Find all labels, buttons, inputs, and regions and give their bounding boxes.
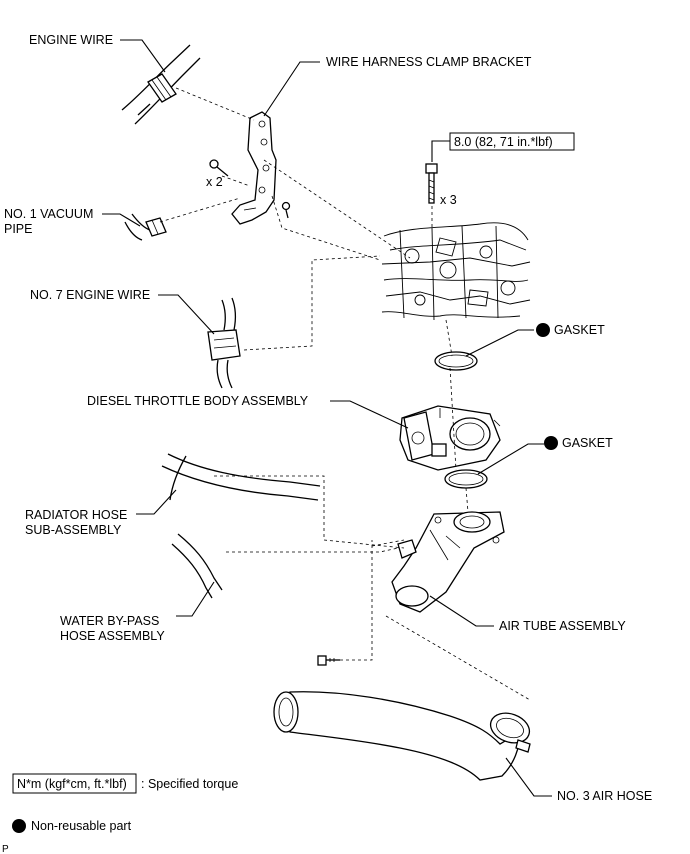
upper-gasket-leader xyxy=(465,329,534,357)
engine-wire-leader xyxy=(120,39,166,73)
no1-vacuum-pipe-part xyxy=(124,213,167,241)
lower-gasket-label: GASKET xyxy=(562,436,613,450)
torque-spec-value: 8.0 (82, 71 in.*lbf) xyxy=(454,135,553,149)
vacuum-pipe-leader xyxy=(102,213,141,227)
no3-air-hose-label: NO. 3 AIR HOSE xyxy=(557,789,652,803)
no3-air-hose-part xyxy=(273,691,531,781)
no7-engine-wire-leader xyxy=(158,294,215,335)
lower-gasket-leader xyxy=(477,443,544,475)
air-tube-label: AIR TUBE ASSEMBLY xyxy=(499,619,626,633)
corner-code: P xyxy=(2,844,9,854)
assembly-dash-lines xyxy=(159,87,531,701)
water-bypass-leader xyxy=(176,581,215,617)
qty-three-label: x 3 xyxy=(440,193,457,207)
engine-wire-label: ENGINE WIRE xyxy=(29,33,113,47)
wire-harness-clamp-bracket-part xyxy=(231,111,277,225)
torque-leader xyxy=(431,140,450,162)
upper-gasket-nonreusable-icon xyxy=(536,323,550,337)
no3-air-hose-leader xyxy=(505,757,552,797)
bracket-bolt-icon xyxy=(281,201,291,219)
throttle-bolt-icon xyxy=(425,163,438,204)
engine-wire-part xyxy=(121,44,201,125)
radiator-hose-label-2: SUB-ASSEMBLY xyxy=(25,523,122,537)
upper-gasket-label: GASKET xyxy=(554,323,605,337)
throttle-body-label: DIESEL THROTTLE BODY ASSEMBLY xyxy=(87,394,309,408)
radiator-hose-label-1: RADIATOR HOSE xyxy=(25,508,127,522)
throttle-body-part xyxy=(399,405,501,471)
qty-two-label: x 2 xyxy=(206,175,223,189)
vacuum-pipe-label-1: NO. 1 VACUUM xyxy=(4,207,93,221)
air-tube-leader xyxy=(429,595,494,627)
water-bypass-label-1: WATER BY-PASS xyxy=(60,614,159,628)
water-bypass-label-2: HOSE ASSEMBLY xyxy=(60,629,165,643)
upper-gasket-part xyxy=(434,351,478,371)
water-bypass-hose-part xyxy=(171,533,223,599)
vacuum-pipe-label-2: PIPE xyxy=(4,222,33,236)
legend-nonreusable-description: Non-reusable part xyxy=(31,819,132,833)
clamp-bracket-leader xyxy=(263,61,320,117)
throttle-body-leader xyxy=(330,400,409,429)
lower-gasket-nonreusable-icon xyxy=(544,436,558,450)
air-tube-bolt-icon xyxy=(317,655,340,666)
clamp-bracket-label: WIRE HARNESS CLAMP BRACKET xyxy=(326,55,532,69)
no7-engine-wire-part xyxy=(207,297,241,389)
engine-block-sketch xyxy=(381,222,531,321)
legend-torque-box xyxy=(12,773,137,794)
nonreusable-part-icon xyxy=(12,819,26,833)
radiator-hose-leader xyxy=(136,489,177,515)
radiator-hose-part xyxy=(161,453,321,501)
legend-torque-description: : Specified torque xyxy=(141,777,238,791)
bracket-bolt-icon xyxy=(209,159,229,177)
no7-engine-wire-label: NO. 7 ENGINE WIRE xyxy=(30,288,150,302)
air-tube-part xyxy=(391,511,505,613)
legend-torque-unit: N*m (kgf*cm, ft.*lbf) xyxy=(17,777,127,791)
